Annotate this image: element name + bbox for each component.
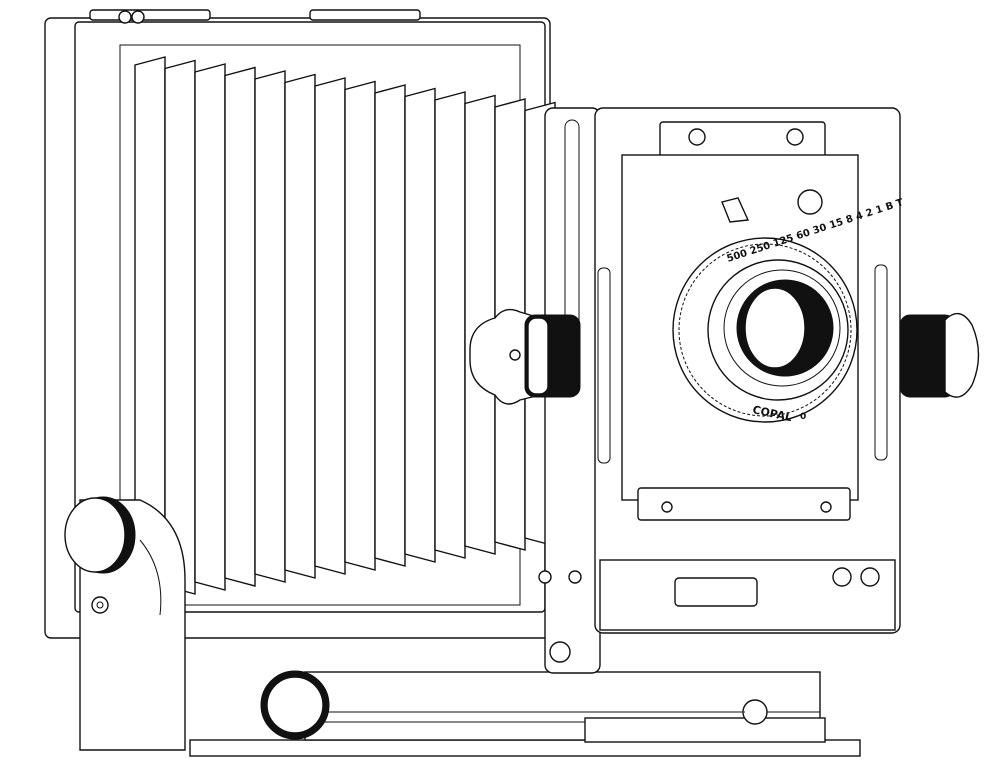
bellows-pleat [284, 73, 316, 579]
bellows [134, 56, 556, 599]
bellows-pleat [254, 70, 286, 583]
right-rise-knob[interactable] [597, 264, 980, 464]
bellows-pleat [164, 59, 196, 595]
bellows-pleat [344, 80, 376, 571]
bellows-pleat [224, 66, 256, 587]
focusing-rail [189, 670, 861, 757]
bellows-pleat [314, 77, 346, 575]
bellows-pleat [374, 84, 406, 567]
left-rise-knob[interactable] [469, 308, 581, 405]
bellows-pleat [404, 87, 436, 563]
bellows-pleat [434, 91, 466, 559]
rear-tilt-knob[interactable] [64, 496, 186, 751]
lens-size-label: 0 [800, 412, 806, 422]
bellows-pleat [194, 63, 226, 591]
